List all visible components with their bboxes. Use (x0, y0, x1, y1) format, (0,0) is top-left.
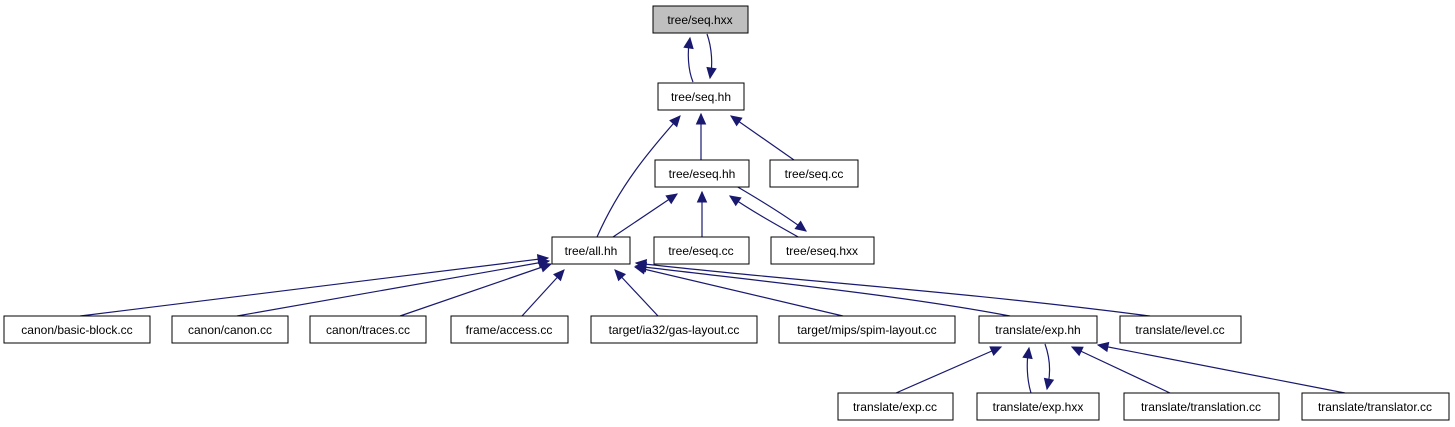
nodes-layer: tree/seq.hxx tree/seq.hh tree/eseq.hh tr… (3, 5, 1450, 421)
node-translate-translation-cc[interactable]: translate/translation.cc (1123, 392, 1280, 421)
edge-exp-hxx-to-exp-hh (1022, 346, 1033, 394)
arrowhead (614, 269, 627, 282)
edge-eseq-hh-to-eseq-hxx (735, 185, 807, 232)
node-label: tree/seq.cc (785, 167, 844, 181)
edges-layer (79, 33, 1346, 394)
node-label: target/ia32/gas-layout.cc (609, 323, 740, 337)
edge-spim-layout-to-all-hh (633, 264, 844, 317)
edge-translator-to-exp-hh (1096, 341, 1346, 394)
edge-canon-cc-to-all-hh (236, 257, 551, 317)
node-label: tree/eseq.hxx (786, 244, 858, 258)
arrowhead (695, 112, 707, 125)
arrowhead (1096, 341, 1110, 353)
node-label: canon/traces.cc (326, 323, 410, 337)
node-label: translate/exp.hxx (993, 400, 1084, 414)
arrowhead (539, 262, 553, 273)
edge-basic-block-to-all-hh (79, 254, 550, 317)
node-label: frame/access.cc (466, 323, 553, 337)
node-canon-traces-cc[interactable]: canon/traces.cc (309, 315, 427, 344)
node-label: tree/eseq.hh (669, 167, 736, 181)
edge-seq-hxx-to-seq-hh (706, 33, 717, 80)
node-tree-seq-hxx[interactable]: tree/seq.hxx (652, 5, 749, 34)
node-label: translate/level.cc (1135, 323, 1224, 337)
node-label: canon/canon.cc (188, 323, 272, 337)
node-target-mips-spim-layout-cc[interactable]: target/mips/spim-layout.cc (778, 315, 956, 344)
node-label: translate/exp.cc (853, 400, 937, 414)
node-translate-exp-cc[interactable]: translate/exp.cc (837, 392, 954, 421)
node-tree-eseq-hxx[interactable]: tree/eseq.hxx (770, 236, 875, 265)
edge-level-to-all-hh (634, 258, 1151, 317)
edge-eseq-cc-to-eseq-hh (696, 190, 708, 237)
node-tree-eseq-cc[interactable]: tree/eseq.cc (653, 236, 750, 265)
node-label: translate/translator.cc (1318, 400, 1432, 414)
edge-exp-cc-to-exp-hh (895, 346, 1003, 394)
edge-translation-to-exp-hh (1070, 346, 1171, 394)
node-label: tree/all.hh (565, 244, 618, 258)
node-label: translate/translation.cc (1141, 400, 1261, 414)
edge-exp-hh-to-all-hh (634, 262, 1011, 317)
node-label: target/mips/spim-layout.cc (797, 323, 936, 337)
arrowhead (1022, 346, 1033, 360)
edge-eseq-hh-to-seq-hh (695, 112, 707, 160)
edge-seq-hh-to-seq-hxx (683, 36, 694, 83)
arrowhead (730, 115, 743, 127)
arrowhead (794, 220, 807, 232)
node-translate-exp-hxx[interactable]: translate/exp.hxx (976, 392, 1100, 421)
node-canon-canon-cc[interactable]: canon/canon.cc (171, 315, 289, 344)
arrowhead (706, 66, 717, 80)
edge-seq-cc-to-seq-hh (730, 115, 795, 161)
edge-traces-to-all-hh (399, 262, 553, 317)
arrowhead (989, 346, 1003, 357)
node-translate-level-cc[interactable]: translate/level.cc (1119, 315, 1242, 344)
node-translate-translator-cc[interactable]: translate/translator.cc (1301, 392, 1450, 421)
edge-access-to-all-hh (521, 269, 565, 317)
node-canon-basic-block-cc[interactable]: canon/basic-block.cc (3, 315, 151, 344)
node-label: canon/basic-block.cc (21, 323, 132, 337)
node-label: tree/seq.hh (671, 90, 731, 104)
edge-gas-layout-to-all-hh (614, 269, 659, 317)
edge-eseq-hxx-to-eseq-hh (728, 195, 801, 239)
node-tree-eseq-hh[interactable]: tree/eseq.hh (654, 159, 750, 188)
node-tree-seq-cc[interactable]: tree/seq.cc (769, 159, 859, 188)
arrowhead (553, 269, 565, 282)
arrowhead (634, 258, 648, 270)
arrowhead (1070, 346, 1084, 357)
node-target-ia32-gas-layout-cc[interactable]: target/ia32/gas-layout.cc (590, 315, 758, 344)
arrowhead (683, 36, 694, 50)
edge-exp-hh-to-exp-hxx (1043, 343, 1055, 391)
node-label: tree/eseq.cc (668, 244, 733, 258)
arrowhead (669, 115, 681, 128)
edge-all-hh-to-eseq-hh (612, 193, 679, 238)
node-label: translate/exp.hh (995, 323, 1080, 337)
arrowhead (696, 190, 708, 203)
node-label: tree/seq.hxx (667, 13, 732, 27)
node-translate-exp-hh[interactable]: translate/exp.hh (978, 315, 1098, 344)
node-tree-all-hh[interactable]: tree/all.hh (551, 236, 631, 265)
arrowhead (728, 195, 742, 207)
node-tree-seq-hh[interactable]: tree/seq.hh (657, 82, 745, 111)
node-frame-access-cc[interactable]: frame/access.cc (450, 315, 569, 344)
edge-all-hh-to-seq-hh (596, 115, 681, 238)
arrowhead (1043, 377, 1055, 391)
arrowhead (665, 193, 679, 205)
